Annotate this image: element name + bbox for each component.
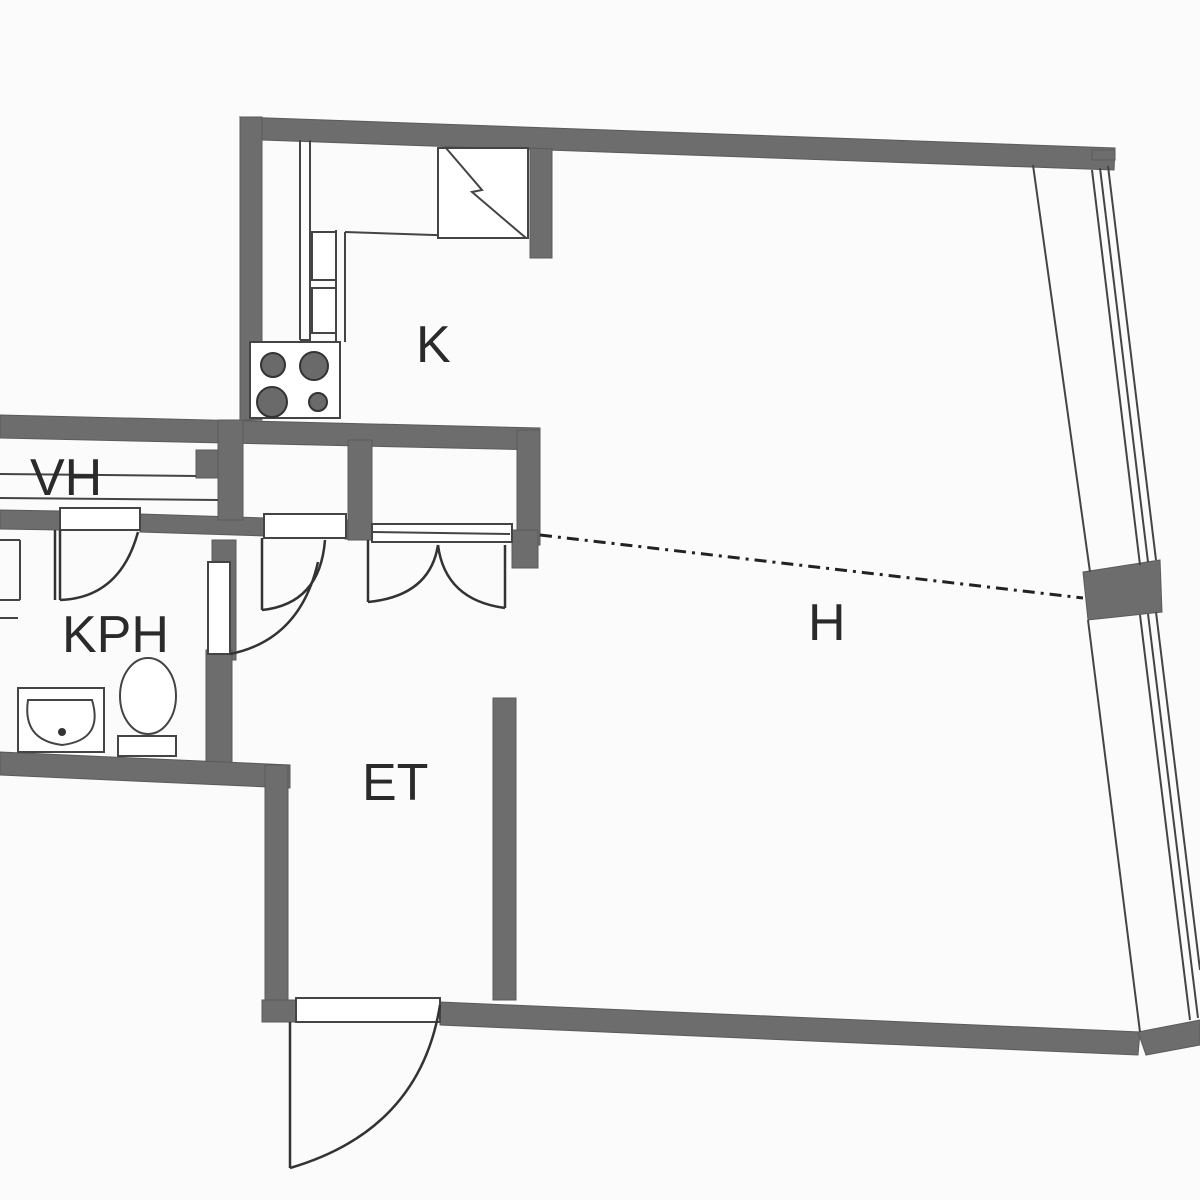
window-right <box>1032 164 1200 1033</box>
closet-fixtures <box>0 473 219 531</box>
toilet <box>119 657 177 735</box>
entry-door-swing <box>289 1004 442 1170</box>
burner-icon <box>260 352 286 378</box>
burner-icon <box>299 351 329 381</box>
wall-storage-right <box>516 429 541 546</box>
room-label-living: H <box>808 594 846 652</box>
door-bathroom-swing <box>59 531 140 602</box>
wall-middle-horizontal <box>0 414 541 451</box>
burner-icon <box>256 386 288 418</box>
cabinet-upper <box>311 231 337 281</box>
doors <box>53 530 507 1170</box>
wall-bottom <box>261 999 297 1023</box>
wall-vh-bottom-2 <box>139 513 266 537</box>
cabinet-lower <box>311 287 337 334</box>
wall-storage-left <box>217 419 244 521</box>
entry-door-frame <box>295 997 441 1023</box>
area-divider-line <box>539 533 1084 600</box>
room-label-kitchen: K <box>416 316 451 374</box>
wall-bathroom-right-lower <box>205 649 233 766</box>
wall-kitchen-partition <box>529 147 553 259</box>
fridge-symbol <box>445 147 527 239</box>
room-label-closet: VH <box>30 449 102 507</box>
walls <box>0 116 1200 1056</box>
wall-vh-bottom <box>0 509 61 531</box>
storage-closets <box>263 513 513 543</box>
bathroom-fixtures <box>0 539 177 757</box>
burner-icon <box>308 392 328 412</box>
room-label-entry: ET <box>362 754 428 812</box>
wall-entry-left <box>264 764 289 1023</box>
door-hall-leaf <box>207 561 231 655</box>
fridge <box>437 147 529 239</box>
wall-entry-divider <box>492 697 517 1001</box>
wall-vh-stub <box>195 449 219 479</box>
wall-right-pillar <box>1082 559 1163 621</box>
wall-bathroom-bottom <box>0 751 291 789</box>
wall-storage-mid <box>347 439 373 541</box>
wall-right-upper <box>1091 149 1116 161</box>
kitchen-fixtures <box>249 140 529 419</box>
room-label-bathroom: KPH <box>62 606 169 664</box>
wall-storage-right-foot <box>511 529 539 569</box>
sink <box>17 687 105 753</box>
wall-top <box>238 116 1116 171</box>
wall-bottom-main <box>439 1001 1141 1056</box>
wall-bottom-corner <box>1137 1019 1200 1056</box>
